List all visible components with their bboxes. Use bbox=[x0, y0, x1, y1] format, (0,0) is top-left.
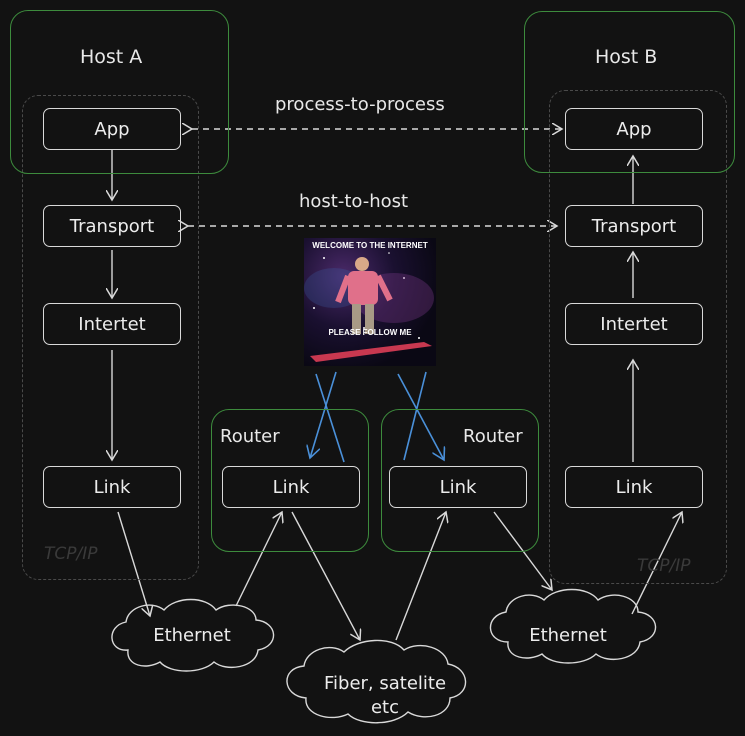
blue-arrow-left-2 bbox=[315, 373, 345, 463]
host-a-internet-layer: Intertet bbox=[43, 303, 181, 345]
host-a-stack-label: TCP/IP bbox=[44, 544, 98, 564]
ethernet-left-label: Ethernet bbox=[153, 625, 231, 646]
meme-art bbox=[304, 252, 434, 362]
host-b-title: Host B bbox=[595, 46, 658, 68]
router-2-link-layer: Link bbox=[389, 466, 527, 508]
host-a-app-layer: App bbox=[43, 108, 181, 150]
router-1-title: Router bbox=[220, 426, 280, 447]
cloud-ethernet-right bbox=[489, 588, 657, 664]
fiber-label-line1: Fiber, satelite bbox=[323, 673, 447, 694]
arrow-ethernet-router1-link bbox=[235, 512, 282, 607]
fiber-label-line2: etc bbox=[370, 697, 400, 718]
host-a-group bbox=[10, 10, 229, 174]
blue-arrow-right-1 bbox=[397, 373, 444, 460]
router-2-group bbox=[381, 409, 539, 552]
router-1-group bbox=[211, 409, 369, 552]
host-b-link-layer: Link bbox=[565, 466, 703, 508]
meme-bottom-text: PLEASE FOLLOW ME bbox=[328, 328, 412, 337]
host-to-host-label: host-to-host bbox=[299, 191, 409, 212]
cloud-ethernet-left bbox=[111, 598, 275, 672]
host-a-transport-layer: Transport bbox=[43, 205, 181, 247]
arrow-fiber-router2-link bbox=[395, 512, 446, 641]
internet-meme-image: WELCOME TO THE INTERNET PLEASE FOLLOW ME bbox=[304, 238, 436, 366]
router-1-link-layer: Link bbox=[222, 466, 360, 508]
arrow-ethernet-hostb-link bbox=[631, 512, 682, 615]
process-to-process-label: process-to-process bbox=[275, 94, 445, 115]
host-a-link-layer: Link bbox=[43, 466, 181, 508]
host-b-group bbox=[524, 11, 735, 173]
arrow-router1-link-fiber bbox=[291, 511, 360, 640]
cloud-fiber bbox=[286, 639, 467, 724]
arrow-hosta-link-ethernet bbox=[117, 511, 150, 616]
blue-arrow-right-2 bbox=[403, 371, 427, 461]
host-b-internet-layer: Intertet bbox=[565, 303, 703, 345]
blue-arrow-left-1 bbox=[310, 371, 337, 458]
host-b-stack-label: TCP/IP bbox=[637, 556, 691, 576]
host-a-title: Host A bbox=[80, 46, 143, 68]
ethernet-right-label: Ethernet bbox=[529, 625, 607, 646]
meme-top-text: WELCOME TO THE INTERNET bbox=[312, 241, 428, 250]
host-b-app-layer: App bbox=[565, 108, 703, 150]
host-a-tcpip-stack bbox=[22, 95, 199, 580]
host-b-transport-layer: Transport bbox=[565, 205, 703, 247]
host-b-tcpip-stack bbox=[549, 90, 727, 584]
router-2-title: Router bbox=[463, 426, 523, 447]
